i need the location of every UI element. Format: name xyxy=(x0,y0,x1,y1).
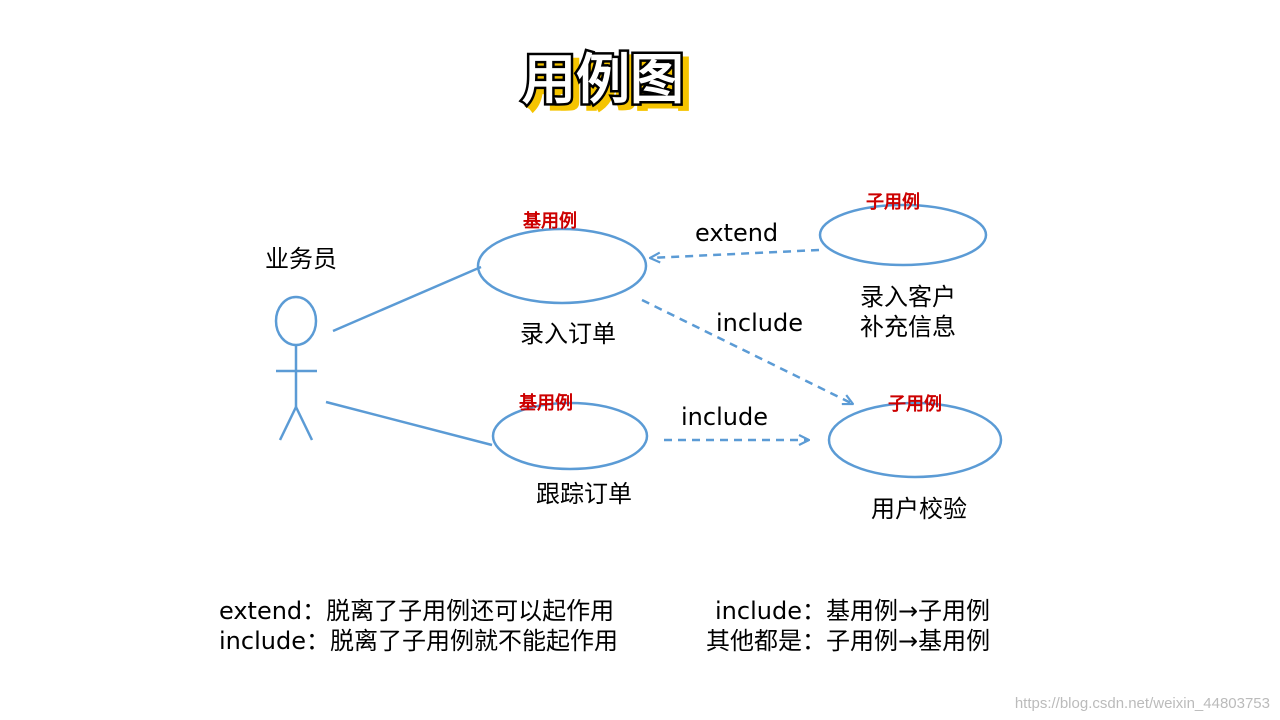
note-left-line1: extend：脱离了子用例还可以起作用 xyxy=(219,597,614,625)
label-enter-customer-line2: 补充信息 xyxy=(860,313,956,341)
tag-track-order: 基用例 xyxy=(518,392,573,414)
extend-label: extend xyxy=(695,219,778,247)
use-case-track-order xyxy=(491,401,649,471)
include-label-1: include xyxy=(716,309,803,337)
label-enter-order: 录入订单 xyxy=(520,320,616,348)
include-arrow-1 xyxy=(641,298,853,404)
label-track-order: 跟踪订单 xyxy=(536,480,632,508)
title-shadow: 用例图 xyxy=(528,53,690,116)
note-left-line2: include：脱离了子用例就不能起作用 xyxy=(219,627,618,655)
note-right-line1: include：基用例→子用例 xyxy=(715,597,990,625)
note-right-line2: 其他都是：子用例→基用例 xyxy=(706,627,990,655)
include-label-2: include xyxy=(681,403,768,431)
actor-label: 业务员 xyxy=(265,245,337,273)
use-case-enter-order xyxy=(476,227,648,305)
actor-right-leg xyxy=(294,406,314,441)
actor-left-leg xyxy=(278,406,298,441)
actor-figure xyxy=(274,295,318,441)
label-user-verify: 用户校验 xyxy=(871,495,967,523)
association-track-order xyxy=(325,400,493,447)
label-enter-customer-line1: 录入客户 xyxy=(860,283,956,311)
watermark: https://blog.csdn.net/weixin_44803753 xyxy=(1015,695,1270,712)
actor-head xyxy=(274,295,318,347)
association-enter-order xyxy=(332,265,482,333)
use-case-enter-customer xyxy=(818,203,988,267)
tag-enter-customer: 子用例 xyxy=(866,191,920,213)
extend-arrow xyxy=(650,248,820,258)
tag-user-verify: 子用例 xyxy=(888,393,942,415)
use-case-user-verify xyxy=(827,401,1003,479)
page-title: 用例图 xyxy=(522,48,684,111)
tag-enter-order: 基用例 xyxy=(522,210,577,232)
